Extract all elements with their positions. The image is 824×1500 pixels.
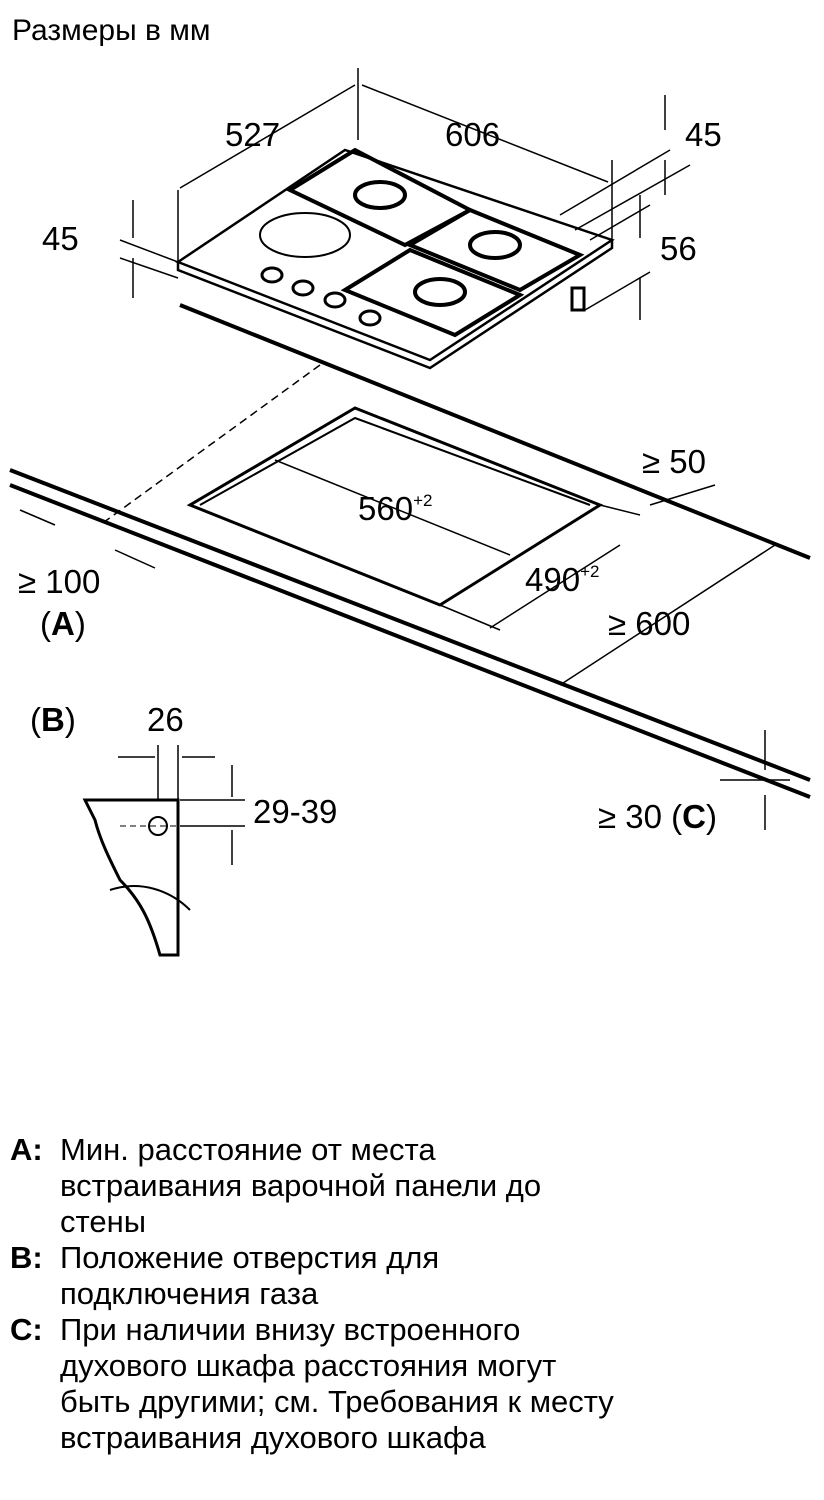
cutout-width-value: 560 [358, 490, 414, 527]
page-title: Размеры в мм [12, 14, 211, 47]
dim-back-min: ≥ 50 [642, 443, 706, 480]
cutout-width-tolerance: +2 [413, 491, 433, 510]
dim-gas-hole-y: 29-39 [253, 793, 338, 830]
legend-line: подключения газа [60, 1276, 319, 1311]
cutout-depth-tolerance: +2 [580, 562, 600, 581]
legend-key: C: [10, 1312, 43, 1347]
marker-a: (A) [40, 605, 86, 642]
legend-line: Положение отверстия для [60, 1240, 440, 1275]
countertop [9, 303, 811, 799]
legend-line: встраивания варочной панели до [60, 1168, 542, 1203]
hob-drawing [175, 147, 615, 370]
cutout-depth-value: 490 [525, 561, 581, 598]
legend-line: встраивания духового шкафа [60, 1420, 486, 1455]
legend-key: A: [10, 1132, 43, 1167]
dim-gas-hole-x: 26 [147, 701, 184, 738]
marker-b: (B) [30, 701, 76, 738]
dim-depth: 527 [225, 116, 281, 153]
legend-line: Мин. расстояние от места [60, 1132, 436, 1167]
legend-line: стены [60, 1204, 146, 1239]
legend-line: духового шкафа расстояния могут [60, 1348, 557, 1383]
dim-wall-min: ≥ 100 [18, 563, 101, 600]
dim-cutout-depth: 490+2 [525, 563, 599, 596]
dim-height-left: 45 [42, 220, 79, 257]
legend-line: быть другими; см. Требования к месту [60, 1384, 614, 1419]
installation-diagram [9, 68, 811, 957]
dim-width: 606 [445, 116, 501, 153]
legend-key: B: [10, 1240, 43, 1275]
dim-height-right: 45 [685, 116, 722, 153]
hotplate [259, 212, 351, 258]
dim-below-min: ≥ 30 (C) [598, 798, 718, 835]
legend-line: При наличии внизу встроенного [60, 1312, 521, 1347]
gas-hole-detail [82, 745, 245, 957]
dim-gas-offset: 56 [660, 230, 697, 267]
dim-cutout-width: 560+2 [358, 492, 432, 525]
dim-front-min: ≥ 600 [608, 605, 691, 642]
